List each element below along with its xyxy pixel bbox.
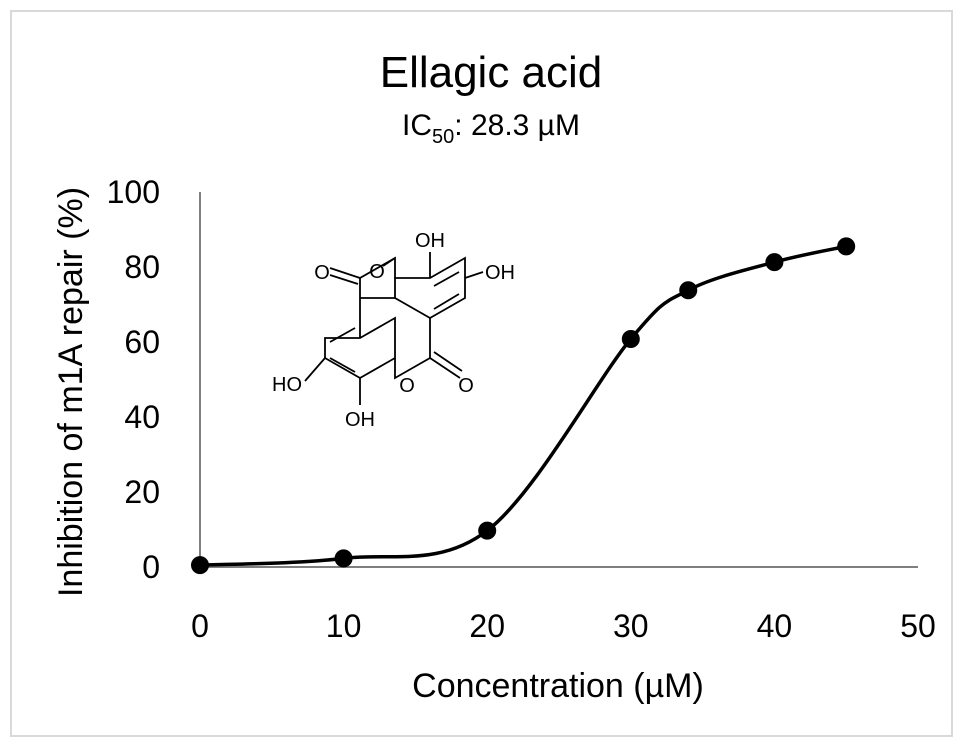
x-tick-label: 20: [469, 608, 505, 644]
carbonyl-bond: [429, 357, 461, 379]
x-tick-label: 0: [191, 608, 209, 644]
atom-label: O: [314, 262, 330, 284]
atom-label: OH: [345, 409, 375, 431]
double-bond: [433, 271, 460, 287]
fit-curve: [199, 244, 847, 567]
atom-label: OH: [485, 262, 515, 284]
oh-bond: [464, 271, 484, 279]
oh-bond: [304, 357, 326, 382]
x-tick-labels: 0 10 20 30 40 50: [191, 608, 936, 644]
x-tick-label: 40: [757, 608, 793, 644]
atom-label: O: [399, 375, 415, 397]
subtitle-prefix: IC: [402, 109, 432, 142]
y-tick-label: 0: [142, 549, 160, 585]
data-points: [191, 237, 856, 575]
data-point: [334, 549, 353, 568]
subtitle-subscript: 50: [432, 126, 454, 148]
y-axis-label: Inhibition of m1A repair (%): [52, 187, 90, 597]
molecule-structure: [304, 252, 484, 405]
molecule-labels: OH OH O O HO O O OH: [272, 230, 515, 431]
chart-title: Ellagic acid: [380, 48, 603, 97]
carbonyl-bond: [329, 274, 359, 285]
x-tick-label: 30: [613, 608, 649, 644]
chart-frame: [10, 10, 953, 737]
lactone-lower: [394, 318, 431, 380]
data-point: [679, 281, 698, 300]
y-tick-label: 60: [124, 324, 160, 360]
atom-label: HO: [272, 374, 302, 396]
atom-label: O: [458, 375, 474, 397]
axes: [199, 192, 918, 568]
data-point: [837, 237, 856, 256]
data-point: [478, 521, 497, 540]
y-tick-labels: 0 20 40 60 80 100: [107, 174, 160, 585]
ring-bond: [382, 257, 396, 267]
carbonyl-bond: [329, 267, 361, 279]
double-bond: [433, 293, 460, 310]
x-axis-label: Concentration (µM): [412, 667, 704, 705]
y-tick-label: 20: [124, 474, 160, 510]
data-point: [191, 556, 209, 575]
chart-subtitle: IC50: 28.3 µM: [402, 109, 580, 148]
y-tick-label: 40: [124, 399, 160, 435]
x-tick-label: 10: [326, 608, 362, 644]
atom-label: OH: [415, 230, 445, 252]
data-point: [765, 253, 784, 272]
data-point: [621, 330, 640, 348]
x-tick-label: 50: [900, 608, 936, 644]
y-tick-label: 100: [107, 174, 160, 210]
y-tick-label: 80: [124, 249, 160, 285]
double-bond: [329, 327, 356, 343]
subtitle-suffix: : 28.3 µM: [454, 109, 580, 142]
double-bond: [329, 357, 356, 373]
carbonyl-bond: [433, 351, 463, 372]
atom-label: O: [369, 261, 385, 283]
